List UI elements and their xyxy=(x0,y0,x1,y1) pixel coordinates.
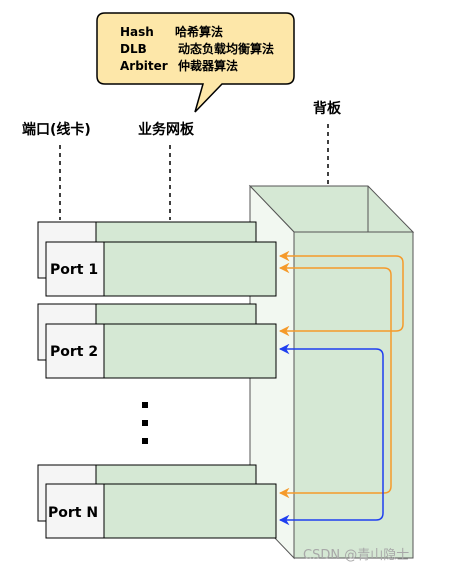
orange-path-port1-portn xyxy=(278,262,392,499)
callout-key-dlb: DLB xyxy=(120,42,147,56)
callout-value-hash: 哈希算法 xyxy=(175,24,223,39)
watermark: CSDN @青山隐士 xyxy=(303,548,409,563)
port-1-label: Port 1 xyxy=(50,262,98,278)
port-2-label: Port 2 xyxy=(50,344,98,360)
orange-paths xyxy=(278,250,404,499)
port-card-2: Port 2 xyxy=(37,303,277,379)
label-port-line-card: 端口(线卡) xyxy=(22,121,91,138)
port-card-1: Port 1 xyxy=(37,221,277,297)
port-n-label: Port N xyxy=(48,505,98,521)
callout-key-arbiter: Arbiter xyxy=(120,59,168,73)
port-card-n: Port N xyxy=(37,464,277,539)
label-backplane: 背板 xyxy=(313,100,342,117)
label-service-board: 业务网板 xyxy=(138,121,195,138)
orange-path-port1-port2 xyxy=(278,250,404,337)
blue-path xyxy=(278,343,384,526)
callout-value-dlb: 动态负载均衡算法 xyxy=(178,41,274,56)
blue-path-port2-portn xyxy=(278,343,384,526)
ellipsis-dots xyxy=(142,402,148,444)
algorithm-callout: Hash 哈希算法 DLB 动态负载均衡算法 Arbiter 仲裁器算法 xyxy=(96,12,295,113)
callout-key-hash: Hash xyxy=(120,25,154,39)
callout-value-arbiter: 仲裁器算法 xyxy=(178,58,238,73)
